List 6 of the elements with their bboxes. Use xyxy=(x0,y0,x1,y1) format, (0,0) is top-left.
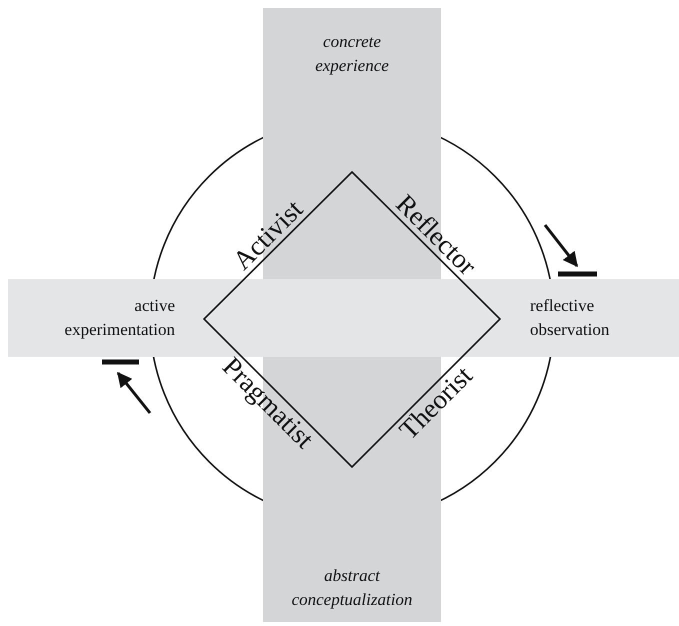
stage-label: concrete experience xyxy=(314,31,390,77)
stage-label: active experimentation xyxy=(64,295,175,341)
stage-label: abstract conceptualization xyxy=(290,565,414,611)
horizontal-band xyxy=(8,279,263,357)
horizontal-band xyxy=(441,279,679,357)
stage-label: reflective observation xyxy=(530,295,610,341)
